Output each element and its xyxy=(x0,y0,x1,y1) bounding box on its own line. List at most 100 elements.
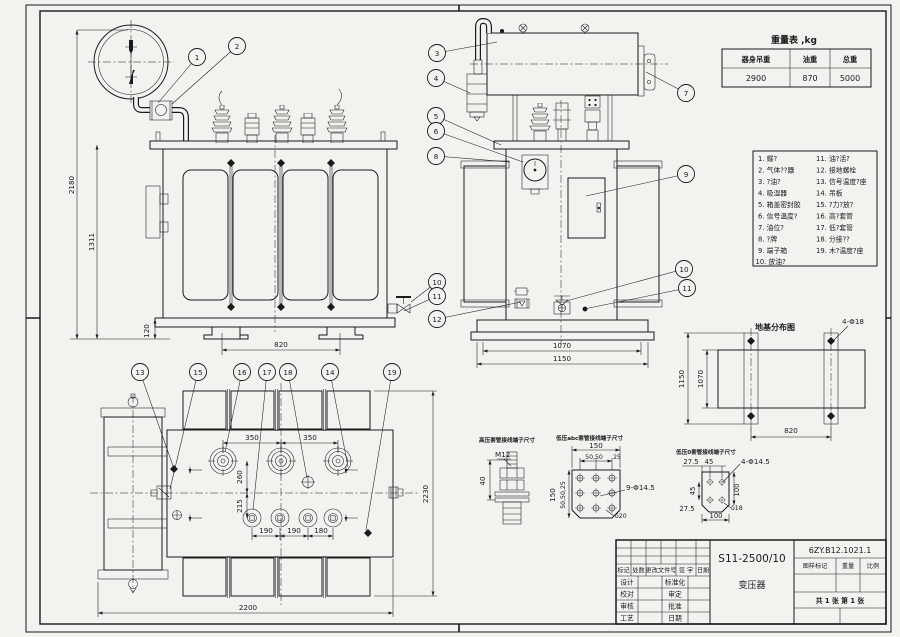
sheet-info: 共 1 张 第 1 张 xyxy=(816,596,865,605)
callout-19: 19 xyxy=(383,363,401,381)
callout-18: 18 xyxy=(279,363,297,381)
dim-foot-span: 820 xyxy=(274,340,288,349)
callout-number: 19 xyxy=(387,368,397,377)
sign-label: 日期 xyxy=(668,615,682,623)
weight-value: 5000 xyxy=(840,74,860,83)
rev-header: 处数 xyxy=(632,567,645,575)
terminal-hole-icon xyxy=(575,473,585,483)
callout-16: 16 xyxy=(233,363,251,381)
dim-pad-spacing: 820 xyxy=(784,426,798,435)
part-item: 19. 木?温度?座 xyxy=(816,246,864,255)
tie-rod-nut-icon xyxy=(277,303,285,311)
detail-lv-o-terminal: 低压0套管接线端子尺寸 27.5 45 4-Φ14.5 45 27.5 100 … xyxy=(675,448,770,523)
terminal-hole-icon xyxy=(575,488,585,498)
part-item: 2. 气体??器 xyxy=(758,166,794,175)
base-side xyxy=(470,319,655,341)
title-block: 标记 处数 更改文件号 签 字 日期 设计 校对 审核 工艺 标准化 审定 批准… xyxy=(615,539,887,625)
front-dimensions: 2180 1311 120 820 xyxy=(67,29,341,355)
callout-number: 5 xyxy=(434,112,439,121)
detail-lv-abc-terminal: 低压abc套管接线端子尺寸 150 50,50 25 9-Φ14.5 δ20 1… xyxy=(548,434,655,520)
front-view: 2180 1311 120 820 xyxy=(67,20,411,355)
callout-number: 16 xyxy=(237,368,247,377)
part-item: 11. 油?活? xyxy=(816,154,850,163)
drawing-number: 6ZY.B12.1021.1 xyxy=(809,546,872,555)
sign-label: 校对 xyxy=(620,590,634,599)
callout-1: 1 xyxy=(188,48,206,66)
dim-hv-offset: 260 xyxy=(235,470,244,484)
detail-hv-title: 高压套管接线端子尺寸 xyxy=(479,436,535,444)
tank-front xyxy=(149,131,398,332)
plan-dimensions: 350 350 260 215 190 190 180 2230 2200 xyxy=(97,390,437,617)
callout-11-left: 11 xyxy=(428,287,446,305)
terminal-hole-icon xyxy=(607,503,617,513)
anchor-bolt-icon xyxy=(747,412,755,420)
dim-lv-abc-pitch-v: 50,50,25 xyxy=(560,481,567,509)
valve-arrow-icons xyxy=(190,466,358,522)
detail-lv-o-title: 低压0套管接线端子尺寸 xyxy=(675,448,736,456)
dim-hv-pitch2: 350 xyxy=(303,433,317,442)
dim-lv-offset: 215 xyxy=(235,499,244,513)
callout-number: 10 xyxy=(432,278,442,287)
part-item: 10. 放油? xyxy=(756,257,787,266)
vent-cap-icon xyxy=(580,23,590,34)
tie-rod-nut-icon xyxy=(227,159,235,167)
part-item: 12. 接地螺栓 xyxy=(816,166,856,175)
callout-number: 1 xyxy=(195,53,200,62)
lv-bushing-icon xyxy=(245,113,259,143)
sign-label: 审核 xyxy=(620,602,634,611)
weight-header: 器身吊重 xyxy=(741,55,771,64)
sign-label: 设计 xyxy=(620,578,634,587)
part-item: 13. 信号温度?座 xyxy=(816,177,867,186)
side-view: 1070 1150 xyxy=(460,17,668,368)
callout-number: 11 xyxy=(432,292,441,301)
callouts: 1 2 3 4 5 6 8 7 9 10 11 12 10 11 13 15 1… xyxy=(131,37,696,531)
part-item: 9. 端子箱 xyxy=(758,246,787,255)
rev-header: 标记 xyxy=(617,567,629,575)
radiators-plan-top xyxy=(182,389,371,431)
part-item: 14. 吊板 xyxy=(816,189,843,198)
weight-table: 重量表 ,kg 器身吊重 油重 总重 2900 870 5000 xyxy=(721,34,872,88)
hv-bushing-icon xyxy=(212,105,232,143)
dim-lv-o-pitchv: 45 xyxy=(689,487,697,496)
parts-list: 1. 蝶? 2. 气体??器 3. ?油? 4. 吸湿器 5. 箱盖密封胶 6.… xyxy=(752,150,878,267)
part-item: 8. ?牌 xyxy=(758,235,777,244)
part-item: 4. 吸湿器 xyxy=(758,189,787,198)
radiators-front xyxy=(182,159,379,311)
part-item: 18. 分接?? xyxy=(816,235,850,244)
dim-hv-pitch1: 350 xyxy=(245,433,259,442)
drawing-frame xyxy=(25,4,892,633)
dim-lv-pitch2: 190 xyxy=(287,526,301,535)
weight-table-title: 重量表 ,kg xyxy=(771,34,817,46)
anchor-holes-label: 4-Φ18 xyxy=(842,317,864,326)
weight-header: 总重 xyxy=(843,55,857,64)
terminal-hole-icon xyxy=(718,478,726,486)
dim-side-foot-span: 1070 xyxy=(553,341,572,350)
conservator-front xyxy=(88,20,174,104)
callout-3: 3 xyxy=(428,44,446,62)
callout-number: 7 xyxy=(684,89,689,98)
callout-number: 15 xyxy=(193,368,202,377)
bottom-fittings-side xyxy=(514,287,588,315)
terminal-hole-icon xyxy=(591,503,601,513)
callout-number: 18 xyxy=(283,368,293,377)
part-item: 1. 蝶? xyxy=(758,154,777,163)
part-item: 15. ?力?放? xyxy=(816,200,854,209)
sign-label: 审定 xyxy=(668,590,682,599)
model-number: S11-2500/10 xyxy=(718,553,785,565)
weight-value: 870 xyxy=(802,74,817,83)
detail-hv-terminal: 高压套管接线端子尺寸 M12 40 xyxy=(478,436,535,525)
gas-relay xyxy=(149,100,173,121)
stamp-header: 重量 xyxy=(842,562,854,570)
hv-bushing-icon xyxy=(530,103,550,141)
rev-header: 更改文件号 xyxy=(646,567,677,575)
callout-9: 9 xyxy=(677,165,695,183)
dim-base-height: 120 xyxy=(142,324,151,338)
callout-4: 4 xyxy=(427,69,445,87)
rev-header: 签 字 xyxy=(679,567,693,575)
drain-valve-front xyxy=(387,296,411,314)
detail-lv-abc-title: 低压abc套管接线端子尺寸 xyxy=(555,434,623,442)
dim-slab-length: 1070 xyxy=(696,369,705,388)
anchor-bolt-icon xyxy=(827,412,835,420)
callout-number: 14 xyxy=(325,368,335,377)
